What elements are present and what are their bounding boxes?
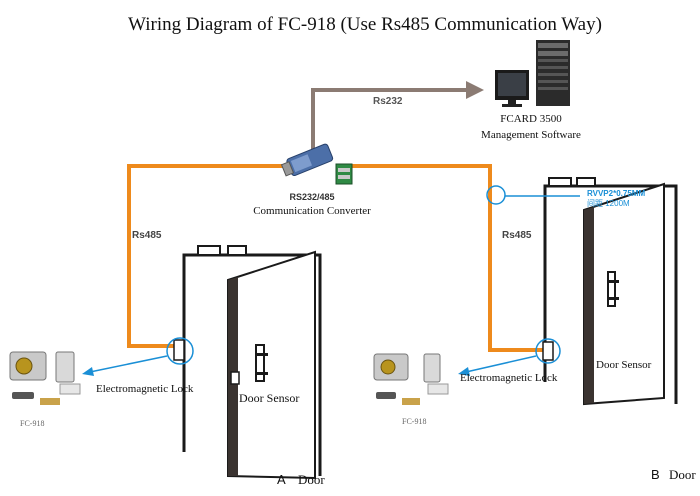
rs485-wire-right bbox=[345, 164, 543, 352]
door-b-word: Door bbox=[669, 467, 696, 482]
door-a-lock-label: Electromagnetic Lock bbox=[96, 383, 194, 395]
computer-subtitle-label: Management Software bbox=[481, 129, 581, 141]
rs485-wire bbox=[127, 164, 293, 348]
computer-name-label: FCARD 3500 bbox=[500, 113, 562, 125]
diagram-title: Wiring Diagram of FC-918 (Use Rs485 Comm… bbox=[128, 14, 602, 35]
door-b-letter: B bbox=[651, 467, 660, 482]
door-a-letter: A bbox=[277, 472, 286, 487]
door-b-cable-highlight bbox=[486, 185, 506, 205]
door-a-controller-label: FC-918 bbox=[20, 419, 44, 428]
converter-model-label: RS232/485 bbox=[289, 192, 334, 202]
door-b-lock-pointer bbox=[458, 355, 537, 376]
rs232-label: Rs232 bbox=[373, 96, 403, 107]
computer-monitor-icon bbox=[495, 70, 529, 107]
door-a-sensor-label: Door Sensor bbox=[239, 391, 299, 405]
rs485-label-right: Rs485 bbox=[502, 230, 532, 241]
door-a bbox=[173, 245, 322, 480]
rs232-wire bbox=[311, 81, 484, 152]
door-b-controller-label: FC-918 bbox=[402, 417, 426, 426]
door-b-lock-highlight bbox=[535, 338, 561, 364]
door-a-word: Door bbox=[298, 472, 325, 487]
door-b-lock-device-icon bbox=[373, 353, 449, 405]
door-b-sensor-label: Door Sensor bbox=[596, 359, 652, 371]
cable-distance-label: 间距 1200M bbox=[587, 199, 630, 208]
door-a-lock-highlight bbox=[166, 337, 194, 365]
computer-tower-icon bbox=[536, 40, 570, 106]
door-b bbox=[542, 177, 678, 406]
door-a-lock-pointer bbox=[82, 355, 168, 376]
door-a-lock-device-icon bbox=[9, 351, 81, 405]
converter-device-icon bbox=[280, 143, 353, 185]
rs485-label-left: Rs485 bbox=[132, 230, 162, 241]
cable-spec-label: RVVP2*0.75MM bbox=[587, 189, 645, 198]
door-b-lock-label: Electromagnetic Lock bbox=[460, 372, 558, 384]
converter-name-label: Communication Converter bbox=[253, 205, 371, 217]
